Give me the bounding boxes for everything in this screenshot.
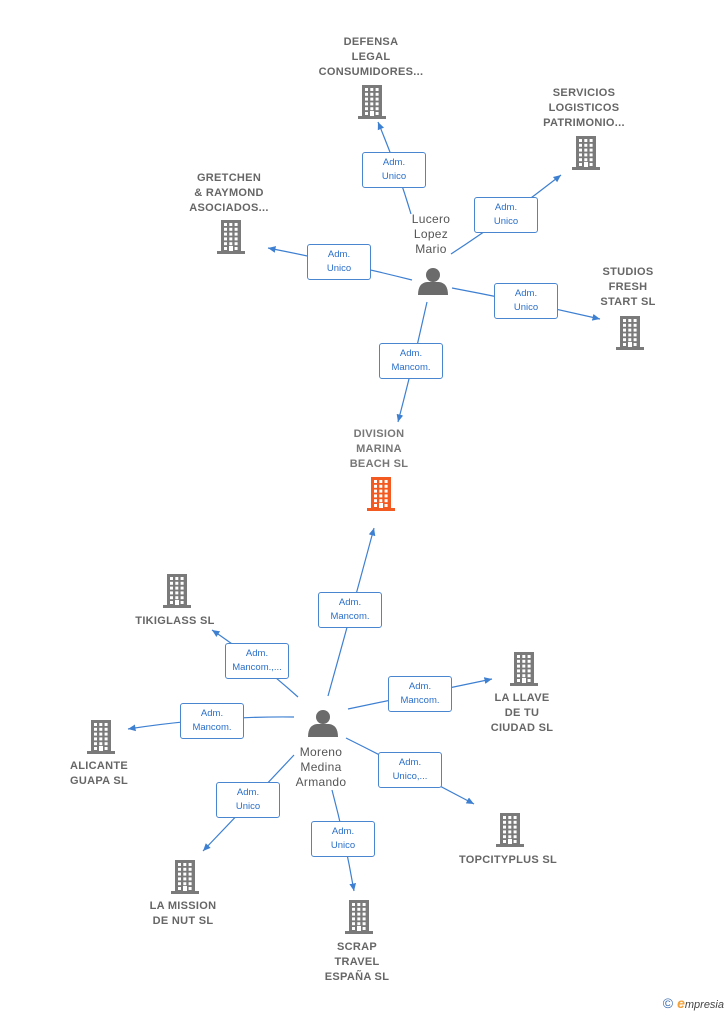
edge-label-line: Adm.: [327, 249, 351, 260]
edge-label-line: Adm.: [331, 826, 355, 837]
building-icon-alicante[interactable]: [87, 720, 115, 754]
edge-label-line: Unico: [513, 302, 539, 313]
person-icon-lucero[interactable]: [418, 268, 448, 295]
edge-label-line: Mancom.: [330, 611, 370, 622]
nodes-layer: [87, 85, 644, 934]
node-label-topcity[interactable]: TOPCITYPLUS SL: [458, 854, 558, 866]
node-label-studios[interactable]: STUDIOS FRESH START SL: [600, 266, 656, 308]
edge-label-lucero-servicios[interactable]: Adm. Unico: [474, 197, 538, 233]
edge-label-moreno-division[interactable]: Adm. Mancom.: [318, 592, 382, 628]
building-icon-division[interactable]: [367, 477, 395, 511]
node-label-moreno[interactable]: Moreno Medina Armando: [295, 745, 347, 789]
building-icon-tikiglass[interactable]: [163, 574, 191, 608]
edge-label-lucero-division[interactable]: Adm. Mancom.: [379, 343, 443, 379]
edge-label-line: Unico: [330, 840, 356, 851]
edge-label-line: Unico,...: [392, 771, 428, 782]
footer-brand[interactable]: © empresia: [663, 995, 724, 1011]
edge-label-moreno-topcity[interactable]: Adm. Unico,...: [378, 752, 442, 788]
edge-label-moreno-llave[interactable]: Adm. Mancom.: [388, 676, 452, 712]
building-icon-topcity[interactable]: [496, 813, 524, 847]
building-icon-servicios[interactable]: [572, 136, 600, 170]
edge-label-line: Adm.: [494, 202, 518, 213]
node-label-tikiglass[interactable]: TIKIGLASS SL: [135, 615, 215, 627]
node-label-division[interactable]: DIVISION MARINA BEACH SL: [349, 428, 409, 470]
edge-label-line: Unico: [493, 216, 519, 227]
edge-label-line: Adm.: [398, 757, 422, 768]
edge-label-line: Mancom.: [400, 695, 440, 706]
edge-label-line: Adm.: [408, 681, 432, 692]
edge-label-line: Adm.: [382, 157, 406, 168]
edge-label-line: Unico: [326, 263, 352, 274]
node-label-servicios[interactable]: SERVICIOS LOGISTICOS PATRIMONIO...: [543, 87, 625, 129]
edge-label-moreno-alicante[interactable]: Adm. Mancom.: [180, 703, 244, 739]
node-label-llave[interactable]: LA LLAVE DE TU CIUDAD SL: [490, 692, 554, 734]
node-label-scrap[interactable]: SCRAP TRAVEL ESPAÑA SL: [324, 941, 390, 983]
building-icon-defensa[interactable]: [358, 85, 386, 119]
edge-label-line: Adm.: [245, 648, 269, 659]
edge-label-line: Mancom.: [192, 722, 232, 733]
node-label-defensa[interactable]: DEFENSA LEGAL CONSUMIDORES...: [318, 36, 424, 78]
edge-label-line: Adm.: [236, 787, 260, 798]
edge-label-line: Adm.: [338, 597, 362, 608]
building-icon-studios[interactable]: [616, 316, 644, 350]
node-label-gretchen[interactable]: GRETCHEN & RAYMOND ASOCIADOS...: [189, 172, 269, 214]
brand-logo: empresia: [677, 995, 724, 1011]
edge-label-moreno-tikiglass[interactable]: Adm. Mancom.,...: [225, 643, 289, 679]
edge-label-line: Mancom.,...: [232, 662, 282, 673]
edge-label-line: Mancom.: [391, 362, 431, 373]
edge-label-lucero-gretchen[interactable]: Adm. Unico: [307, 244, 371, 280]
node-label-alicante[interactable]: ALICANTE GUAPA SL: [69, 760, 128, 787]
edge-label-line: Unico: [235, 801, 261, 812]
edge-label-line: Adm.: [399, 348, 423, 359]
building-icon-scrap[interactable]: [345, 900, 373, 934]
building-icon-mission[interactable]: [171, 860, 199, 894]
edge-label-line: Adm.: [200, 708, 224, 719]
person-icon-moreno[interactable]: [308, 710, 338, 737]
node-label-lucero[interactable]: Lucero Lopez Mario: [411, 212, 451, 256]
edge-label-line: Adm.: [514, 288, 538, 299]
edge-label-lucero-studios[interactable]: Adm. Unico: [494, 283, 558, 319]
building-icon-llave[interactable]: [510, 652, 538, 686]
edge-label-moreno-mission[interactable]: Adm. Unico: [216, 782, 280, 818]
edge-label-lucero-defensa[interactable]: Adm. Unico: [362, 152, 426, 188]
copyright-icon: ©: [662, 995, 674, 1011]
edge-label-line: Unico: [381, 171, 407, 182]
building-icon-gretchen[interactable]: [217, 220, 245, 254]
node-label-mission[interactable]: LA MISSION DE NUT SL: [149, 900, 217, 927]
edge-label-moreno-scrap[interactable]: Adm. Unico: [311, 821, 375, 857]
